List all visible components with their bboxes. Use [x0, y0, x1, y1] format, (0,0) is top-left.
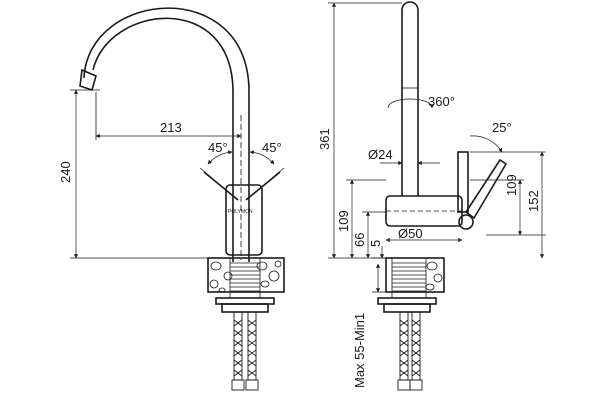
- side-lever: [464, 158, 508, 220]
- front-spout-tip: [79, 68, 97, 92]
- front-body: [225, 184, 263, 256]
- base-offset-label: 5: [368, 240, 383, 247]
- lever-height-b-label: 152: [526, 190, 541, 212]
- angle-right-label: 45°: [262, 140, 282, 155]
- front-handle-left: [203, 171, 239, 201]
- side-spout: [401, 1, 419, 196]
- reach-label: 213: [160, 120, 182, 135]
- lever-height-a-label: 109: [504, 174, 519, 196]
- angle-arc-left: [207, 150, 233, 165]
- side-view: 360° Ø24 25° Ø50 361 109 66 5: [317, 1, 546, 391]
- brand-label: POLYMON: [228, 209, 253, 215]
- rotation-arrow: [387, 98, 435, 109]
- front-spout: [83, 7, 250, 262]
- side-hoses: [397, 311, 423, 391]
- side-lever-stem: [457, 151, 469, 213]
- height-label: 240: [58, 161, 73, 183]
- body-diameter-label: Ø50: [398, 226, 423, 241]
- angle-arc-right: [249, 150, 275, 165]
- spout-diameter-label: Ø24: [368, 147, 393, 162]
- total-height-label: 361: [317, 128, 332, 150]
- front-view: 45° 45° POLYMON 213 240: [58, 7, 285, 391]
- angle-left-label: 45°: [208, 140, 228, 155]
- lever-angle-arc: [469, 135, 503, 153]
- front-handle-right: [245, 171, 281, 201]
- lever-angle-label: 25°: [492, 120, 512, 135]
- rotation-label: 360°: [428, 94, 455, 109]
- countertop-label: Max 55-Min1: [352, 313, 367, 388]
- base-height-label: 66: [352, 233, 367, 247]
- front-hoses: [231, 311, 259, 391]
- body-height-label: 109: [336, 210, 351, 232]
